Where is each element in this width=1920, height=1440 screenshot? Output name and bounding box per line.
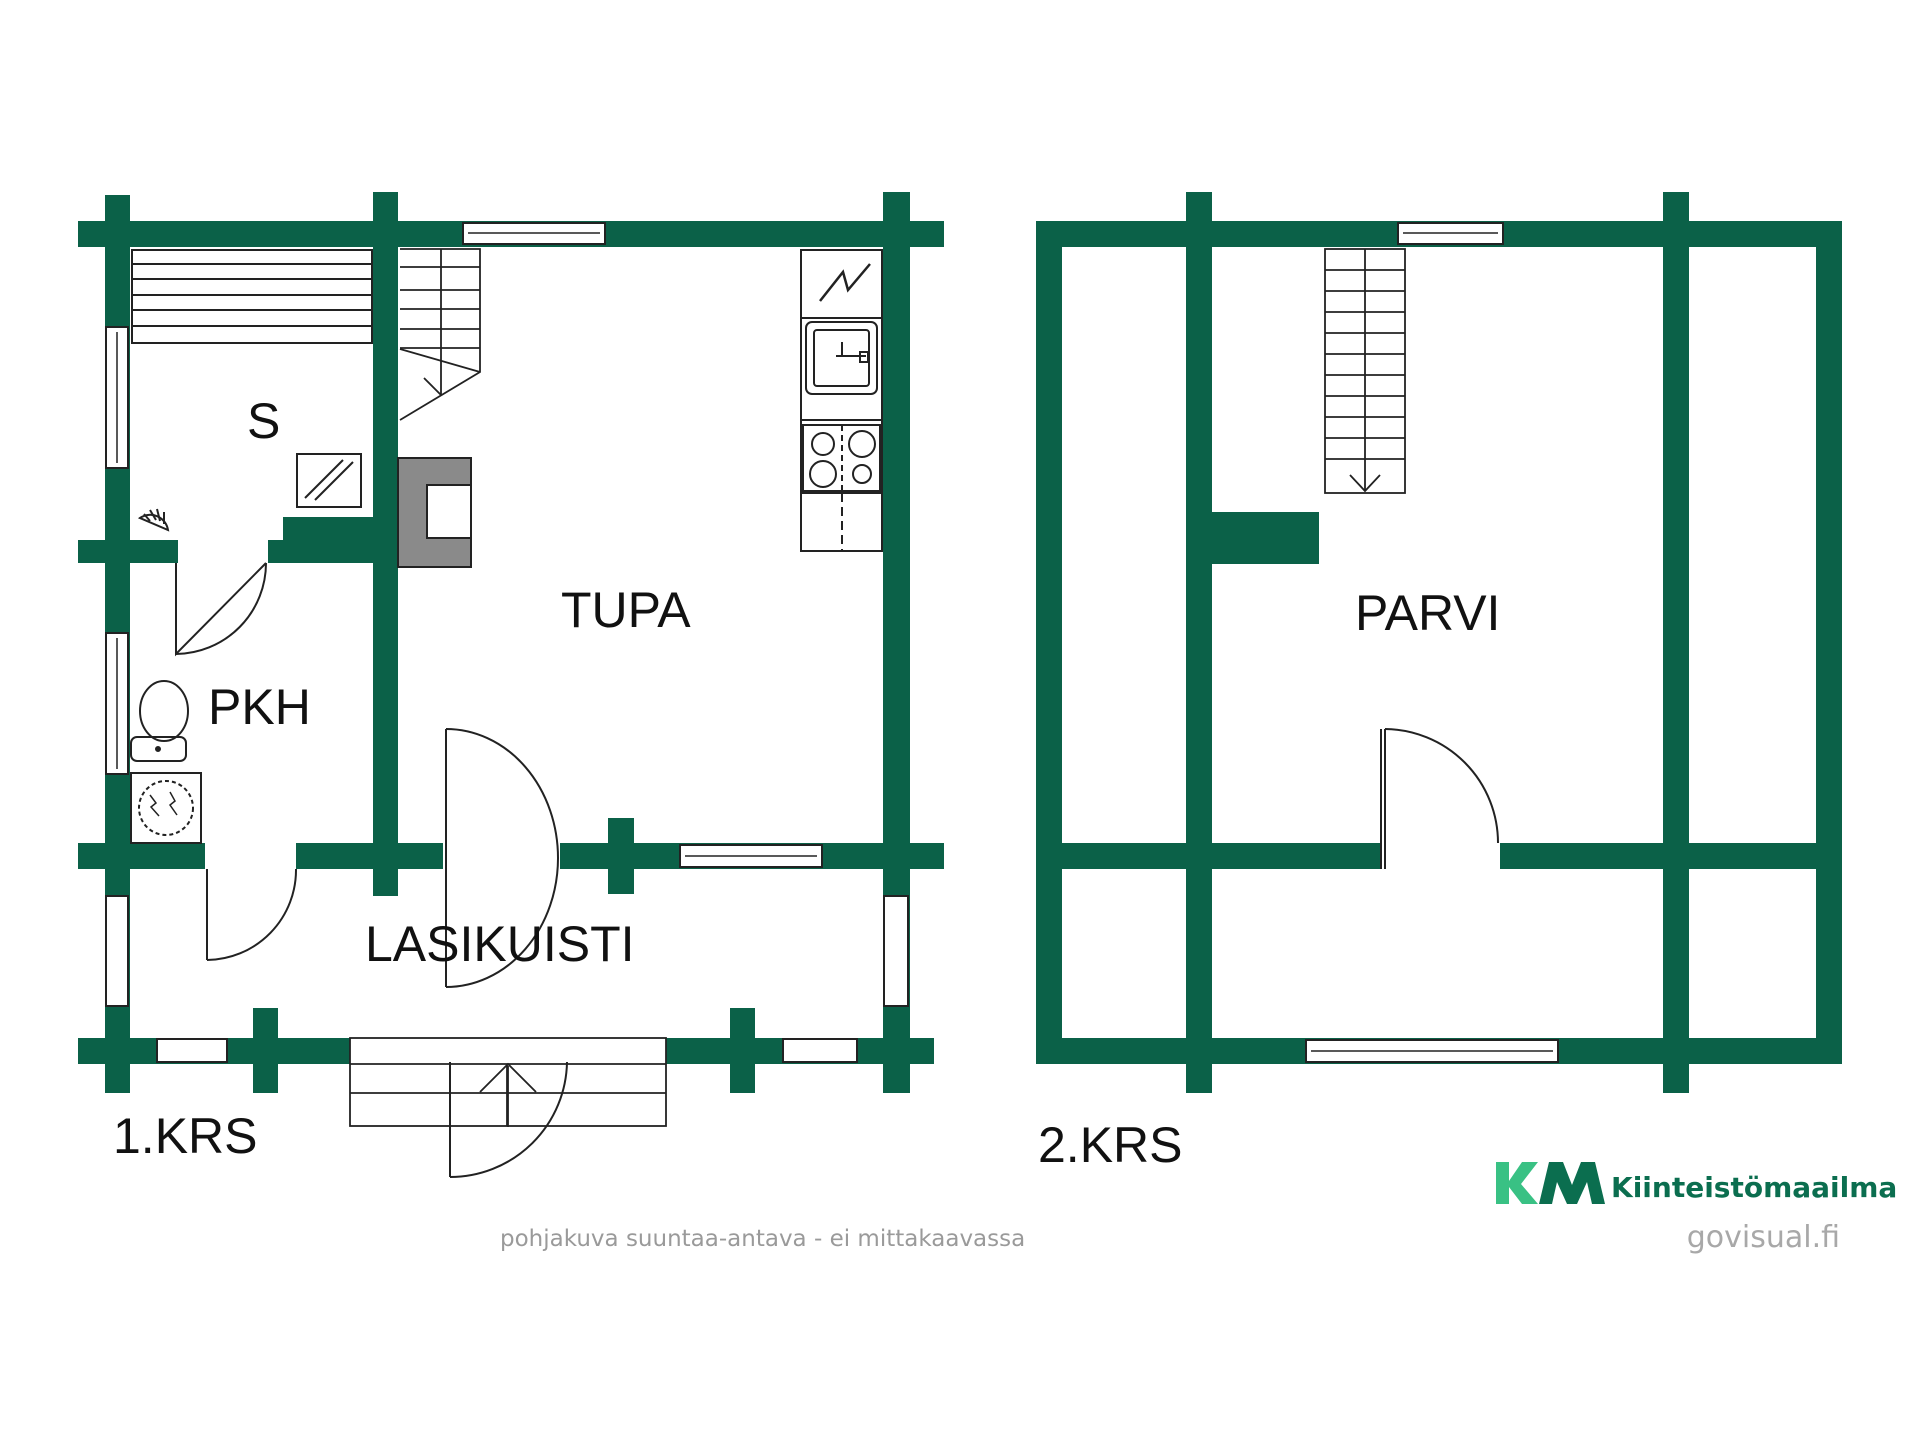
disclaimer-text: pohjakuva suuntaa-antava - ei mittakaava… (500, 1226, 1025, 1252)
second-floor-windows (1305, 222, 1559, 1063)
fireplace-icon (397, 457, 472, 568)
first-floor-doors (175, 562, 568, 1178)
km-logo-icon (1496, 1162, 1605, 1204)
shower-floor-icon (130, 772, 202, 844)
window-icon (1305, 1039, 1559, 1063)
sink-icon (805, 321, 878, 395)
first-floor-plan: S PKH TUPA LASIKUISTI 1.KRS (78, 192, 944, 1178)
window-icon (462, 222, 606, 245)
room-label-sauna: S (247, 393, 280, 449)
window-icon (679, 844, 823, 868)
window-icon (105, 895, 129, 1007)
fridge-icon (800, 249, 883, 319)
window-icon (156, 1038, 228, 1063)
door-swing-icon (449, 1061, 568, 1178)
door-swing-icon (206, 868, 298, 961)
second-floor-walls (1036, 192, 1842, 1093)
room-label-lasikuisti: LASIKUISTI (365, 916, 635, 972)
stairs-icon (1324, 248, 1406, 494)
sauna-stove-icon (296, 453, 362, 508)
room-label-pkh: PKH (208, 679, 311, 735)
sauna-bench-icon (131, 249, 373, 344)
shower-icon (137, 508, 170, 532)
door-swing-icon (175, 562, 267, 657)
door-swing-icon (445, 728, 559, 988)
window-icon (1397, 222, 1504, 245)
toilet-icon (130, 680, 189, 762)
room-label-parvi: PARVI (1355, 585, 1500, 641)
brand-logo: Kiinteistömaailma govisual.fi (1496, 1162, 1897, 1255)
stove-icon (802, 424, 881, 492)
window-icon (883, 895, 909, 1007)
window-icon (782, 1038, 858, 1063)
first-floor-windows (105, 222, 909, 1063)
floor-label-first: 1.KRS (113, 1108, 258, 1164)
window-icon (105, 632, 129, 775)
room-label-tupa: TUPA (561, 582, 691, 638)
site-name: govisual.fi (1687, 1220, 1840, 1255)
stairs-icon (399, 248, 481, 421)
brand-name: Kiinteistömaailma (1611, 1171, 1897, 1204)
window-icon (105, 326, 129, 469)
floor-label-second: 2.KRS (1038, 1117, 1183, 1173)
kitchen-counter (800, 317, 883, 552)
entrance-steps (349, 1037, 667, 1127)
door-swing-icon (1380, 728, 1499, 869)
second-floor-plan: PARVI 2.KRS (1036, 192, 1842, 1173)
